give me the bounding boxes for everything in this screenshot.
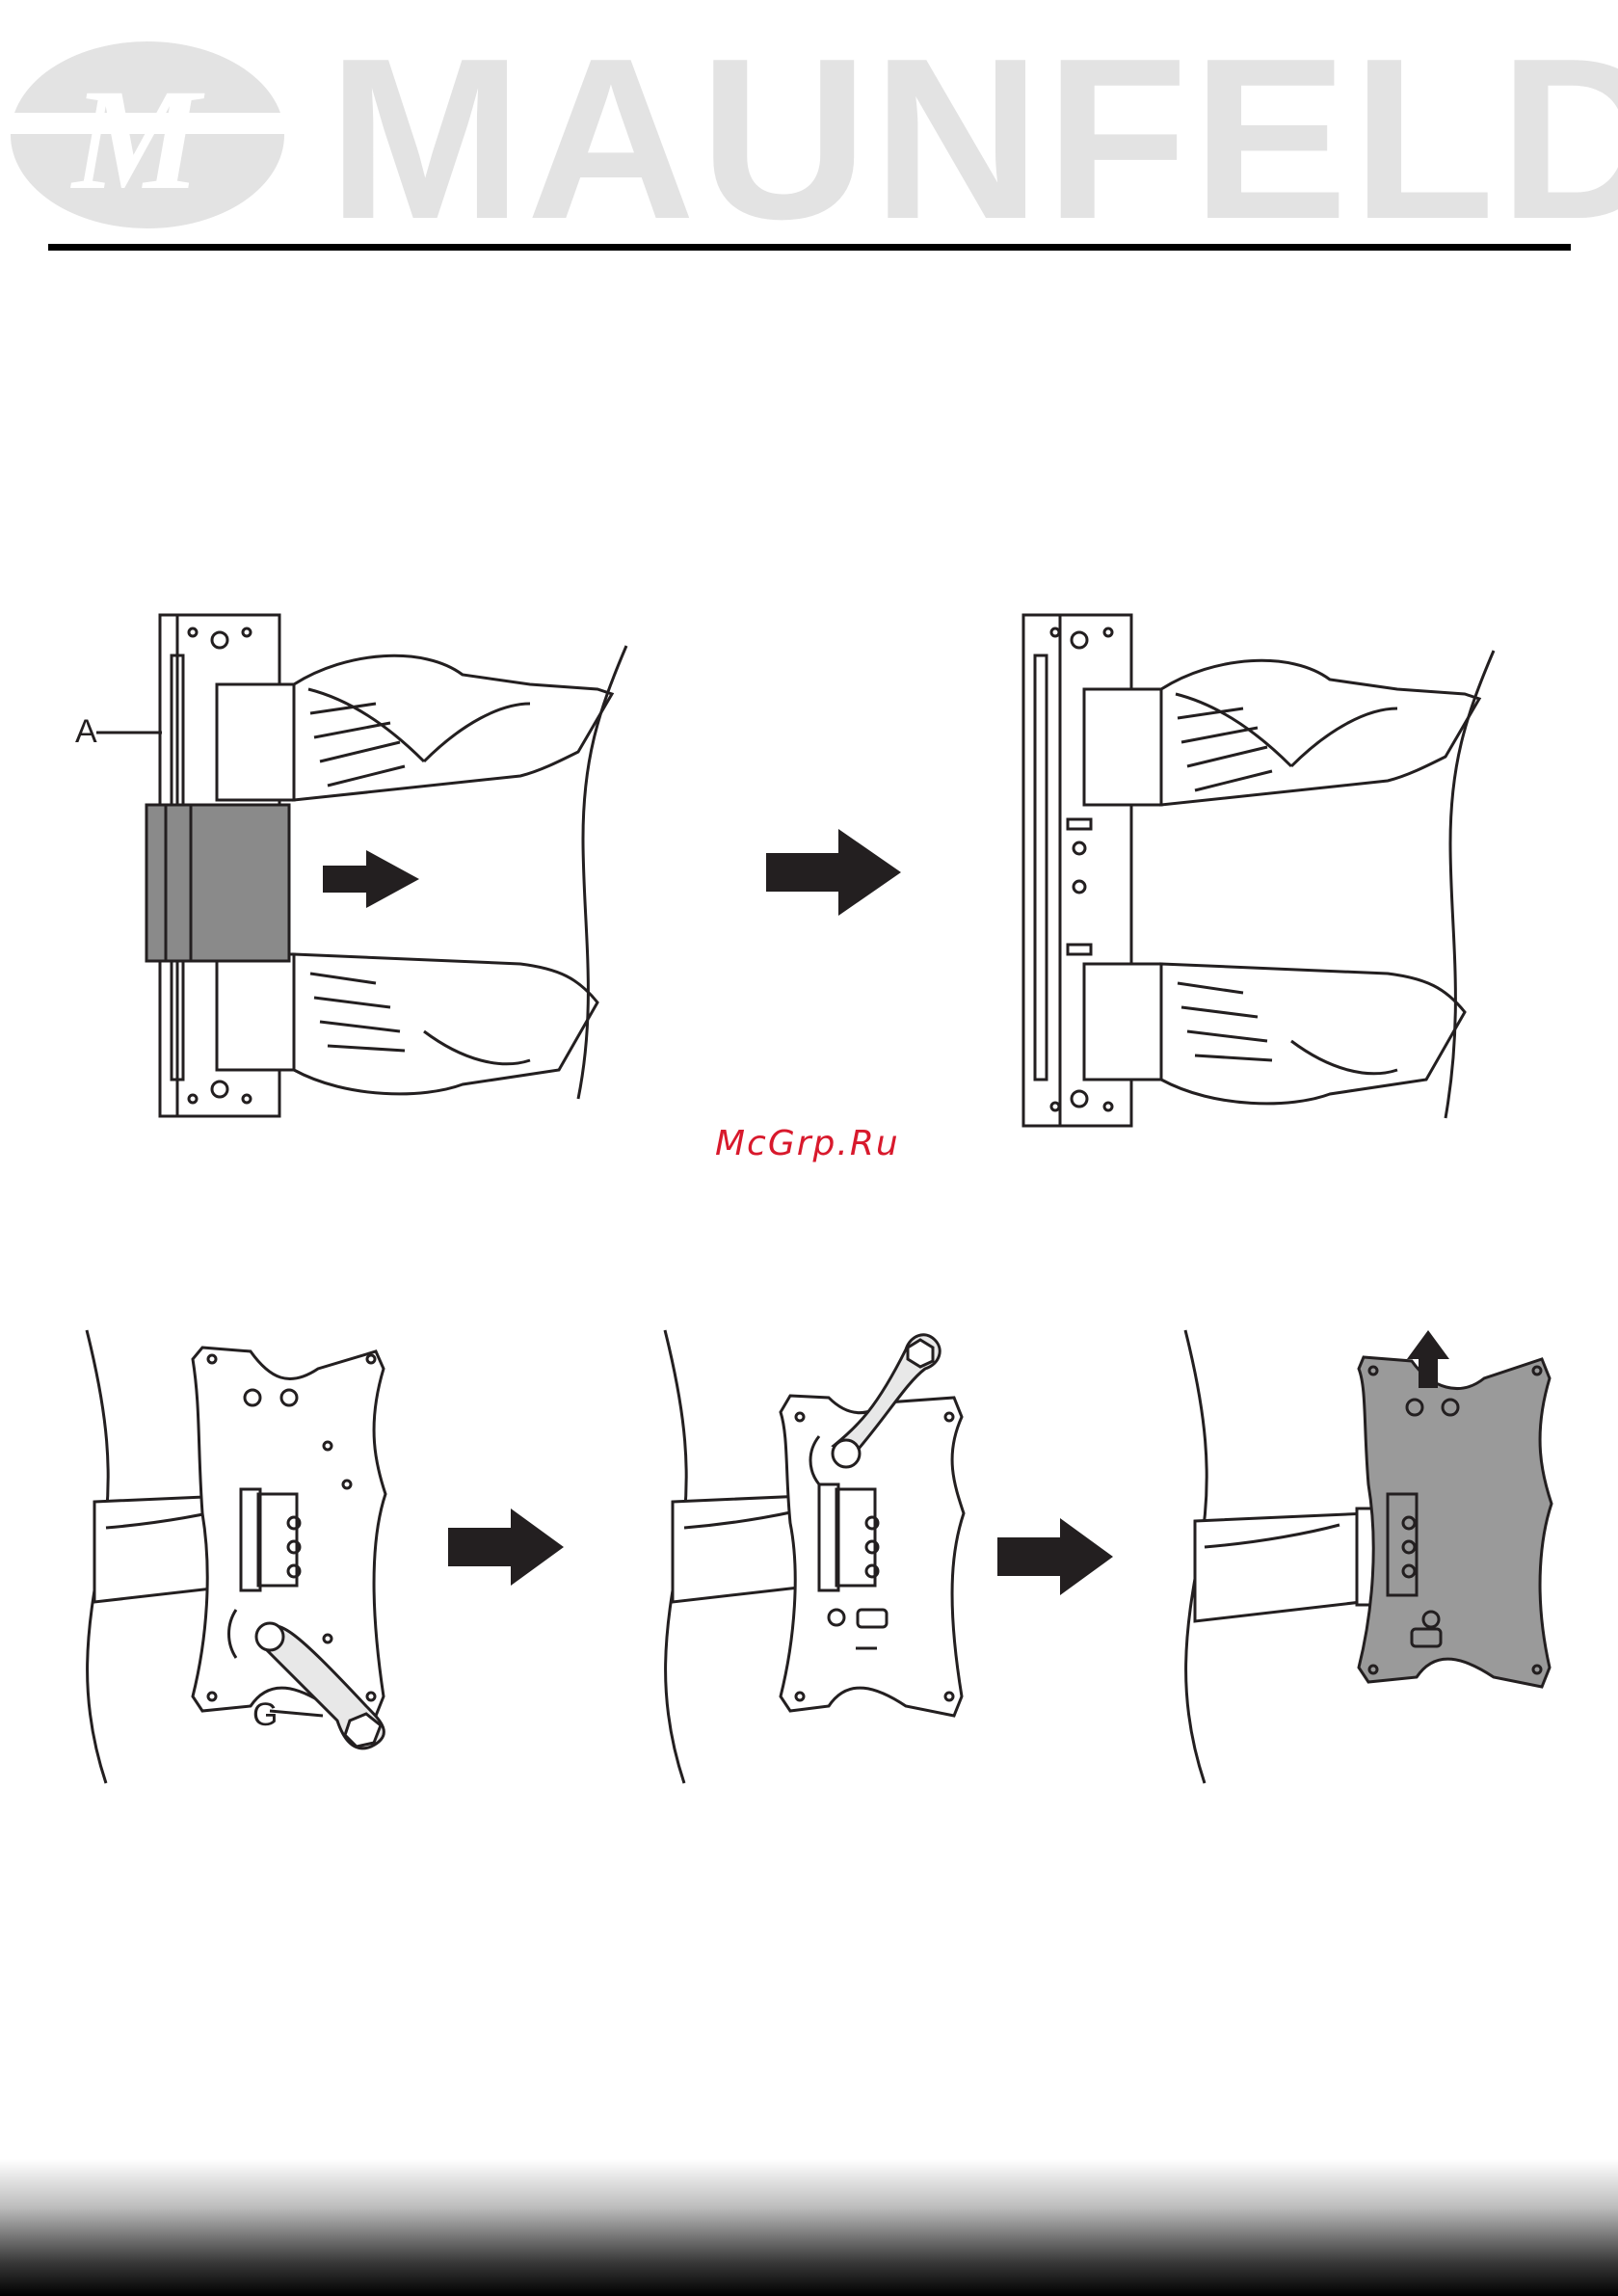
wall-plate-uncovered-illustration (954, 598, 1455, 1137)
header-logo: M MAUNFELD (0, 19, 1618, 231)
vesa-plate-wrench-illustration (48, 1330, 434, 1812)
brand-name: MAUNFELD (328, 39, 1618, 236)
maunfeld-m-logo-icon: M (5, 34, 294, 236)
label-g: G (252, 1696, 278, 1734)
footer-band (0, 2159, 1618, 2296)
arrow-right-icon (323, 850, 419, 908)
vesa-plate-lift-illustration (1166, 1330, 1571, 1812)
label-a: A (75, 713, 97, 751)
wall-plate-with-cover-illustration (58, 598, 559, 1137)
watermark-text: McGrp.Ru (715, 1124, 900, 1163)
svg-text:M: M (70, 60, 205, 220)
vesa-plate-loosen-illustration (626, 1330, 1012, 1812)
arrow-right-icon (448, 1508, 564, 1586)
arrow-right-icon (997, 1518, 1113, 1595)
header-rule (48, 244, 1571, 251)
arrow-right-icon (766, 829, 901, 916)
